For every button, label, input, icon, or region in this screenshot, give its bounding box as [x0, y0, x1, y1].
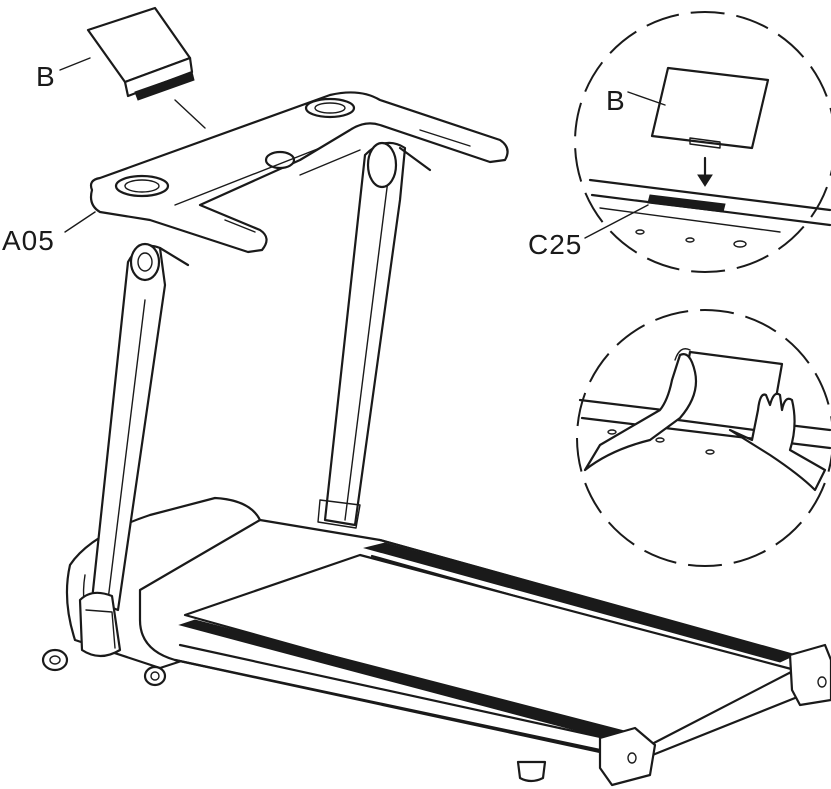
treadmill-illustration	[41, 91, 831, 787]
tablet-holder-part	[59, 6, 206, 129]
label-slot: C25	[528, 229, 582, 260]
console-display	[264, 150, 296, 170]
cup-holder-right	[304, 97, 356, 119]
label-detail-holder: B	[606, 85, 626, 116]
front-foot	[516, 760, 547, 783]
console-frame	[89, 91, 509, 254]
upright-left-bracket	[78, 591, 122, 658]
detail-view-install	[574, 11, 831, 273]
transport-wheel-left	[41, 648, 167, 687]
detail-holder	[650, 66, 770, 150]
right-hand	[728, 392, 827, 492]
front-end-cap-right	[788, 643, 831, 707]
label-console: A05	[2, 225, 55, 256]
cup-holder-left	[114, 174, 170, 198]
detail-view-hands	[576, 309, 831, 567]
left-hand	[583, 353, 698, 472]
upright-right	[323, 141, 407, 527]
label-tablet-holder: B	[36, 61, 56, 92]
slot-c25	[647, 194, 726, 213]
